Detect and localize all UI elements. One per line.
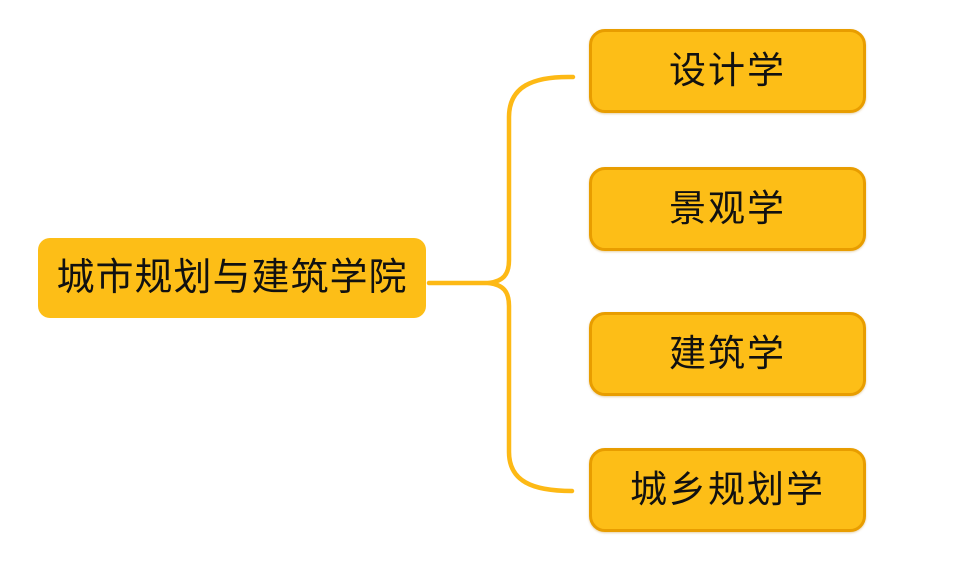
child-node-label: 城乡规划学 <box>630 469 825 511</box>
brace-curve <box>486 74 576 494</box>
child-node-architecture: 建筑学 <box>589 312 866 396</box>
child-node-design: 设计学 <box>589 29 866 113</box>
root-node-label: 城市规划与建筑学院 <box>56 257 408 299</box>
child-node-label: 景观学 <box>669 188 786 230</box>
child-node-landscape: 景观学 <box>589 167 866 251</box>
child-node-label: 建筑学 <box>669 333 786 375</box>
root-node-urban-planning-college: 城市规划与建筑学院 <box>38 238 426 318</box>
child-node-label: 设计学 <box>669 50 786 92</box>
child-node-urban-rural-planning: 城乡规划学 <box>589 448 866 532</box>
